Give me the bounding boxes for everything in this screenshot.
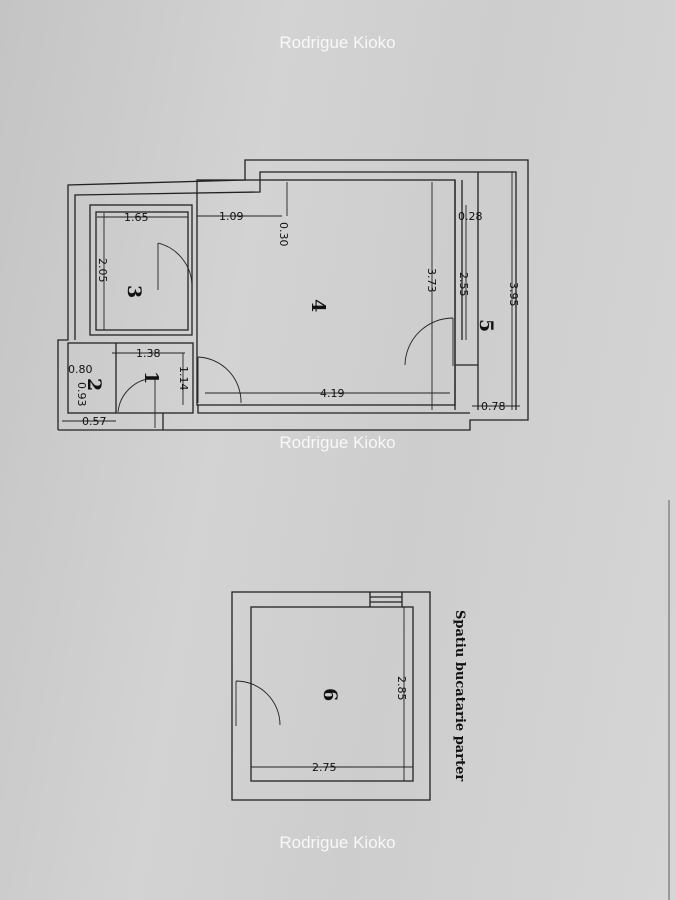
room-number-2: 2	[83, 378, 105, 391]
dim-0-28: 0.28	[458, 210, 483, 223]
upper-plan-walls	[57, 159, 529, 431]
watermark-middle: Rodrigue Kioko	[279, 433, 396, 452]
dim-1-38: 1.38	[136, 347, 161, 360]
room-number-5: 5	[475, 319, 497, 332]
dim-3-95: 3.95	[507, 282, 520, 307]
watermark-top: Rodrigue Kioko	[279, 33, 396, 52]
room-number-1: 1	[140, 371, 162, 384]
dim-2-85: 2.85	[395, 676, 408, 701]
dim-2-75: 2.75	[312, 761, 337, 774]
dim-0-78: 0.78	[481, 400, 506, 413]
room-number-6: 6	[319, 688, 341, 701]
dim-0-57: 0.57	[82, 415, 107, 428]
dim-3-73: 3.73	[425, 268, 438, 293]
dim-4-19: 4.19	[320, 387, 345, 400]
dim-0-30: 0.30	[277, 222, 290, 247]
upper-plan-dimension-lines	[62, 172, 520, 422]
dim-0-80: 0.80	[68, 363, 93, 376]
paper-fold-line	[668, 500, 670, 900]
room-number-3: 3	[123, 285, 145, 298]
room-number-4: 4	[307, 299, 329, 312]
dim-1-65: 1.65	[124, 211, 149, 224]
dim-2-55: 2.55	[457, 272, 470, 297]
dim-0-93: 0.93	[75, 382, 88, 407]
dim-2-05: 2.05	[96, 258, 109, 283]
watermark-bottom: Rodrigue Kioko	[279, 833, 396, 852]
dim-1-14: 1.14	[177, 366, 190, 391]
plan-caption: Spatiu bucatarie parter	[452, 610, 467, 781]
upper-plan-doors	[117, 242, 454, 428]
lower-plan-walls	[231, 591, 431, 801]
dim-1-09: 1.09	[219, 210, 244, 223]
